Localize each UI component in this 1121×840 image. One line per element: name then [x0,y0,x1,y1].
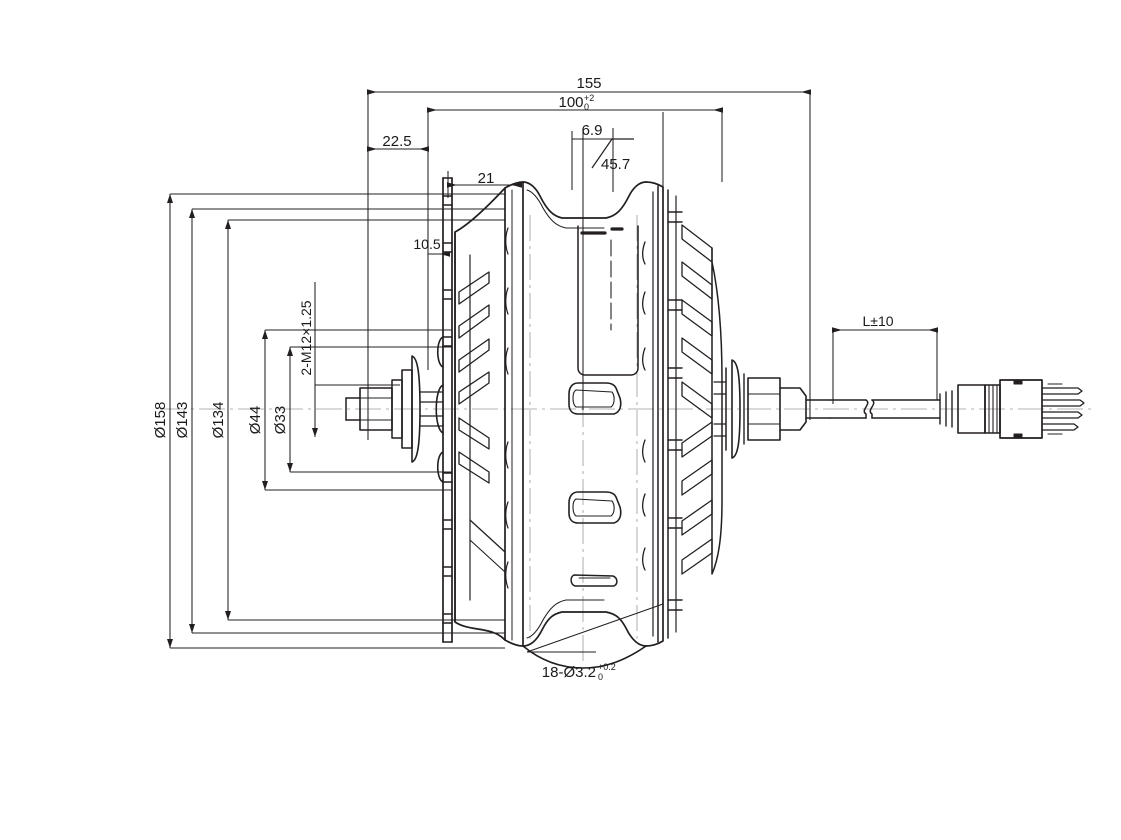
spoke-boss-1 [436,336,444,368]
dimension-labels: 155 100 +2 0 22.5 6.9 45.7 21 10.5 L±10 … [152,75,894,682]
left-axle-assembly [345,355,444,463]
rotor-shell-left [504,181,524,647]
label-spoke-holes-tol-lower: 0 [598,672,603,682]
right-axle-assembly [713,359,831,459]
hub-motor-part [345,177,1085,669]
diameter-arrows [167,194,318,648]
label-od-axle-boss: Ø33 [272,406,289,434]
leader-457 [591,138,634,169]
label-flange-thickness: 10.5 [413,236,440,252]
left-side-cover [454,187,506,641]
label-stator-offset: 6.9 [582,122,603,139]
spoke-boss-3 [436,451,444,483]
dimension-network [169,89,938,653]
label-spoke-holes: 18-Ø3.2 [542,664,596,681]
label-overall-length: 155 [576,75,601,92]
label-cable-length: L±10 [862,313,893,329]
label-od-pcd: Ø134 [210,402,227,439]
motor-cable [829,399,941,419]
label-magnet-ring-width: 45.7 [601,156,630,173]
label-dropout-width: 100 [558,94,583,111]
label-od-flange: Ø143 [174,402,191,439]
right-side-cover [645,181,723,647]
bottom-shell-taper [522,645,647,669]
label-axle-thread: 2-M12×1.25 [298,300,314,375]
leader-spokeholes-d [526,603,664,653]
label-od-outer: Ø158 [152,402,169,439]
label-flange-to-flange: 21 [478,170,495,187]
cable-connector [939,379,1085,439]
label-spoke-holes-tol-upper: +0.2 [598,662,616,672]
label-left-offset: 22.5 [382,133,411,150]
motor-body [522,181,659,647]
label-dropout-width-tol-upper: +2 [584,93,594,103]
left-spoke-flange [435,177,453,643]
label-od-bearing: Ø44 [247,406,264,434]
label-dropout-width-tol-lower: 0 [584,102,589,112]
spoke-boss-2 [435,384,444,434]
